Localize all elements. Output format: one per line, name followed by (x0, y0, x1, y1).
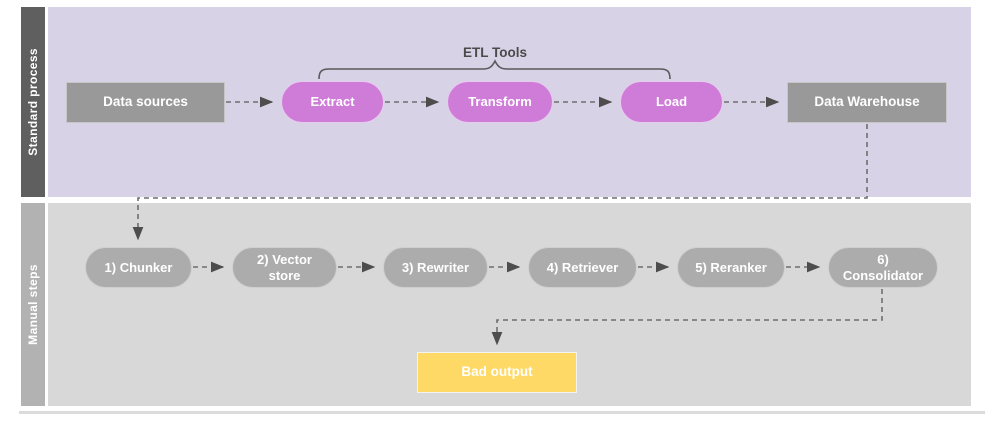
node-reranker: 5) Reranker (677, 247, 785, 288)
node-vector-store: 2) Vector store (232, 247, 337, 288)
node-transform: Transform (447, 81, 553, 123)
node-load: Load (620, 81, 723, 123)
lane-manual-steps-label: Manual steps (26, 264, 40, 345)
lane-manual-steps-header: Manual steps (21, 203, 45, 406)
node-data-warehouse-label: Data Warehouse (814, 94, 920, 110)
node-extract: Extract (281, 81, 384, 123)
node-extract-label: Extract (310, 94, 355, 110)
node-rewriter-label: 3) Rewriter (401, 259, 470, 275)
node-reranker-label: 5) Reranker (695, 259, 767, 275)
node-rewriter: 3) Rewriter (383, 247, 488, 288)
node-data-sources-label: Data sources (103, 94, 188, 110)
lane-standard-process-header: Standard process (21, 7, 45, 197)
etl-tools-group-label: ETL Tools (463, 45, 527, 60)
node-data-warehouse: Data Warehouse (787, 82, 947, 123)
node-vector-store-label: 2) Vector store (257, 251, 312, 283)
node-consolidator-label: 6) Consolidator (842, 251, 924, 283)
node-chunker: 1) Chunker (85, 247, 192, 288)
lane-standard-process-label: Standard process (26, 48, 40, 156)
node-chunker-label: 1) Chunker (104, 259, 173, 275)
node-bad-output: Bad output (417, 352, 577, 393)
node-retriever: 4) Retriever (528, 247, 637, 288)
node-consolidator: 6) Consolidator (828, 247, 938, 288)
node-transform-label: Transform (468, 94, 532, 110)
node-bad-output-label: Bad output (461, 364, 533, 380)
node-retriever-label: 4) Retriever (546, 259, 619, 275)
node-data-sources: Data sources (66, 82, 225, 123)
node-load-label: Load (655, 94, 688, 110)
canvas-bottom-divider (19, 411, 985, 414)
